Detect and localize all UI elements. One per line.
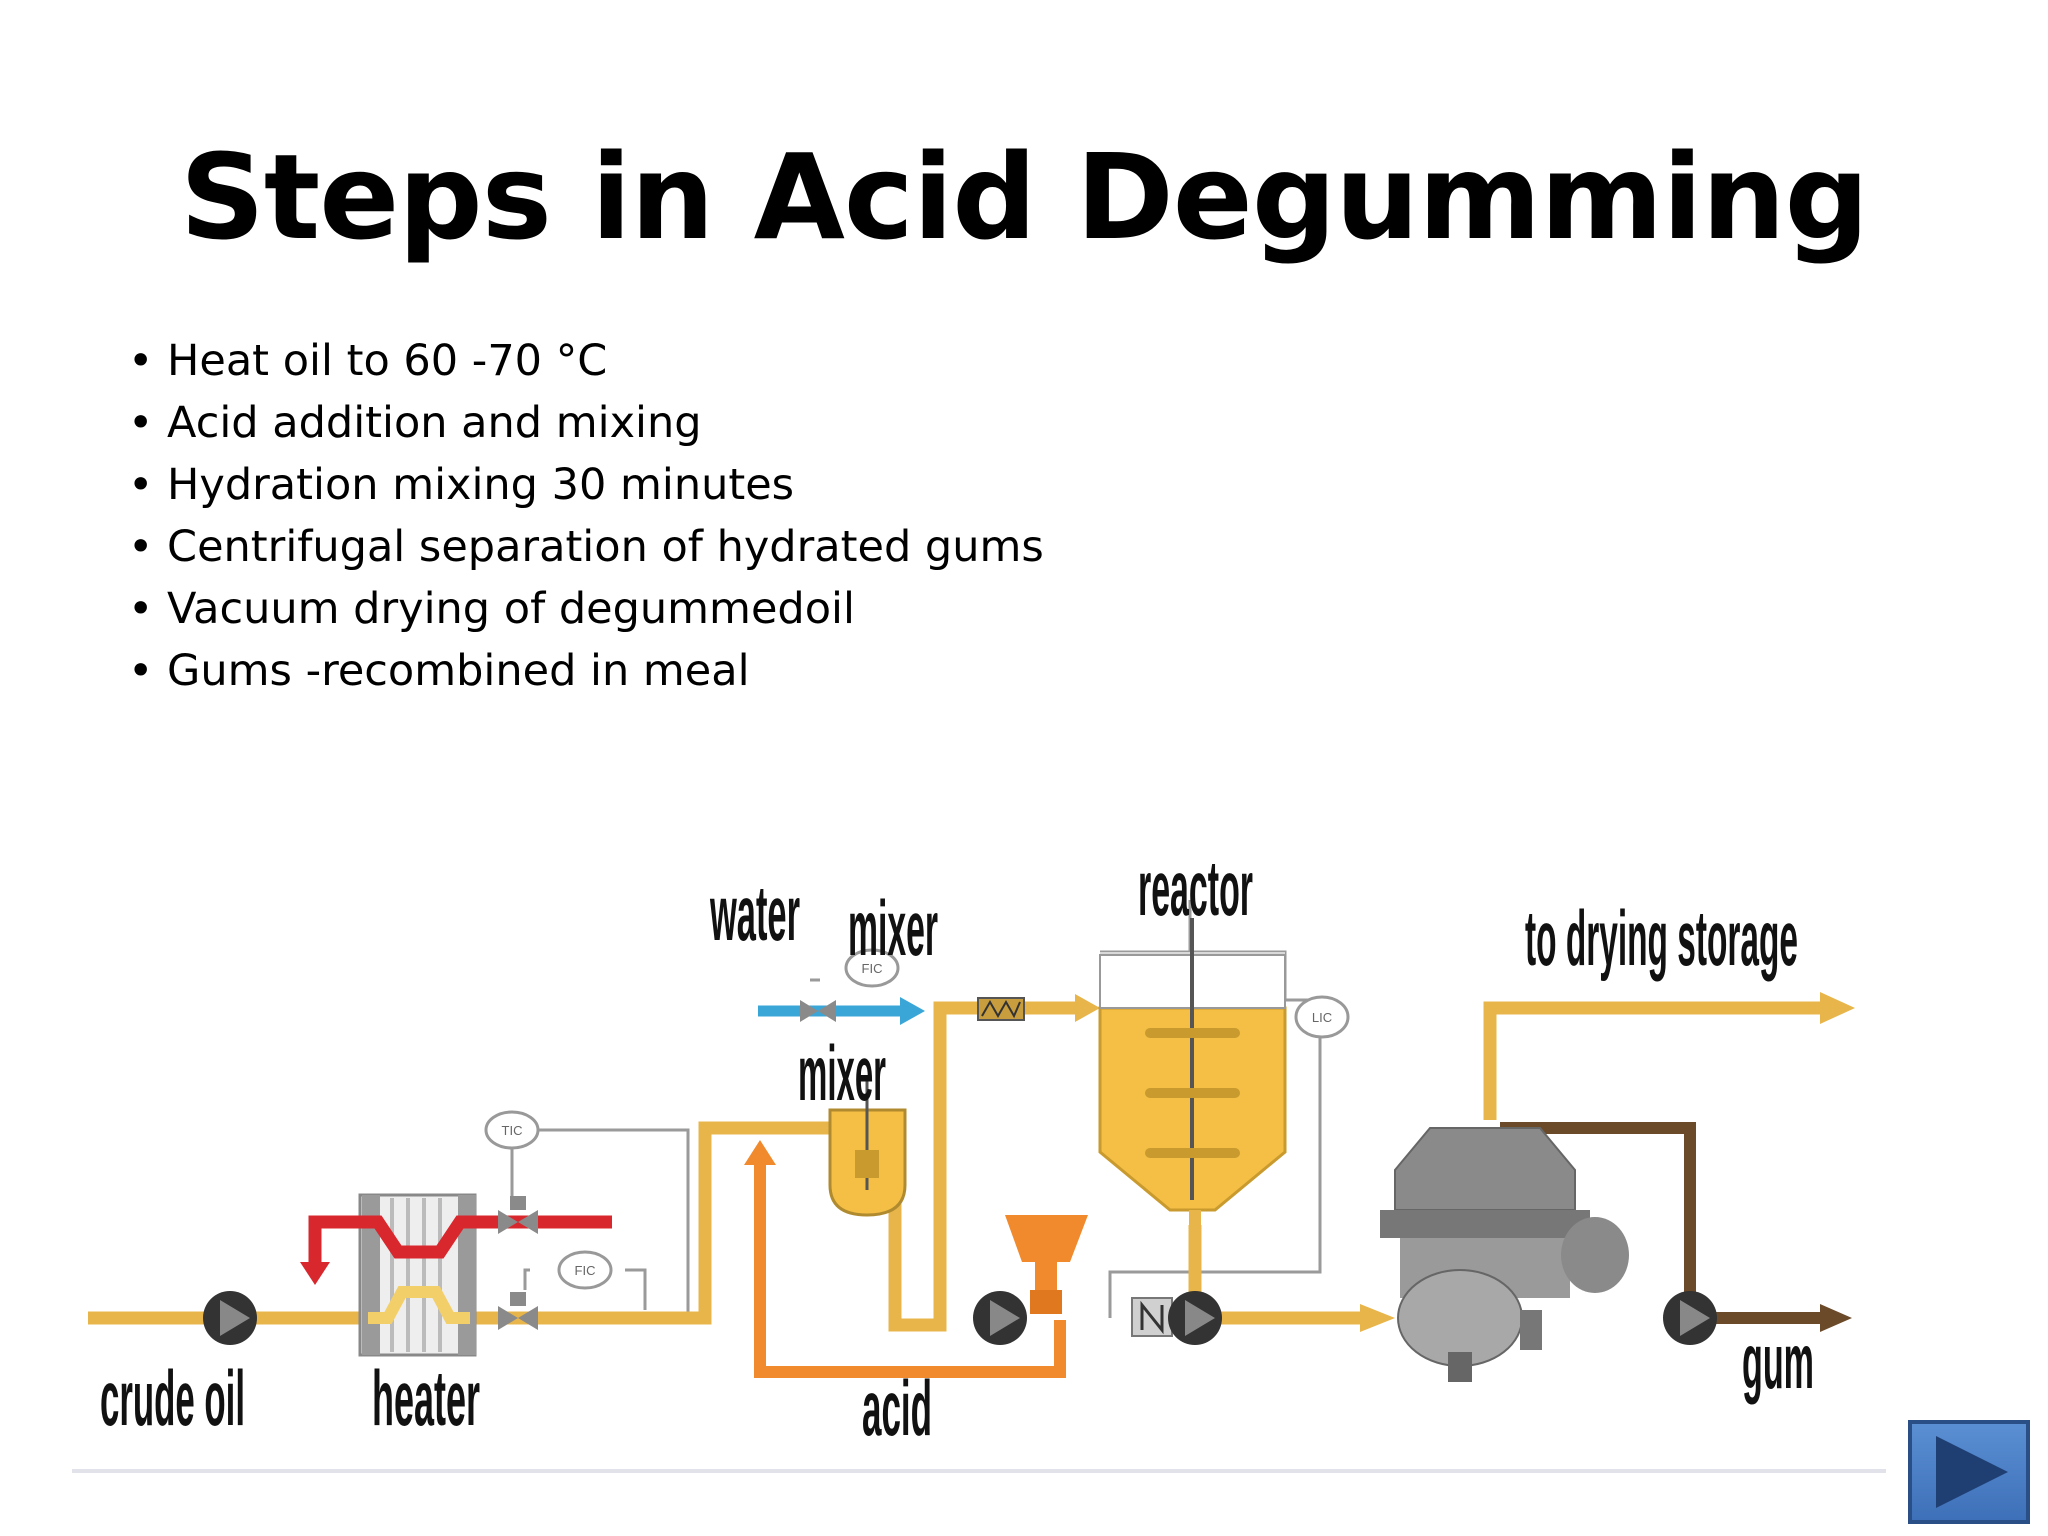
label-water: water [710,869,800,957]
next-slide-button[interactable] [1908,1420,2030,1524]
valve-icon [498,1292,538,1330]
pump-icon [1663,1291,1717,1345]
label-to-drying-storage: to drying storage [1525,894,1798,982]
bullet-item: Heat oil to 60 -70 °C [128,330,1044,392]
oil-arrow-storage [1820,992,1855,1024]
play-triangle-icon [1936,1436,2008,1508]
instrument-fic: FIC [844,948,900,988]
pump-icon [973,1291,1027,1345]
svg-text:FIC: FIC [575,1263,596,1278]
bullet-item: Gums -recombined in meal [128,640,1044,702]
heater [300,1193,612,1357]
bullet-item: Hydration mixing 30 minutes [128,454,1044,516]
label-mixer-mid: mixer [798,1029,886,1117]
label-acid: acid [862,1364,932,1452]
svg-text:LIC: LIC [1312,1010,1332,1025]
label-reactor: reactor [1138,844,1253,932]
instrument-fic: FIC [557,1250,613,1290]
instrument-tic: TIC [484,1110,540,1150]
label-mixer-top: mixer [848,884,938,972]
valve-icon [800,1000,836,1022]
pump-icon [1168,1291,1222,1345]
oil-arrow-reactor [1075,994,1100,1022]
acid-tank [1005,1215,1088,1314]
instrument-lic: LIC [1294,995,1350,1039]
bullet-list: Heat oil to 60 -70 °C Acid addition and … [128,330,1044,702]
mixer-vessel [828,1080,907,1217]
label-heater: heater [372,1354,480,1442]
gum-arrow [1820,1304,1852,1332]
water-line [758,997,925,1025]
bullet-item: Acid addition and mixing [128,392,1044,454]
svg-text:FIC: FIC [862,961,883,976]
centrifuge-separator [1380,1127,1629,1382]
bullet-item: Centrifugal separation of hydrated gums [128,516,1044,578]
slide-title: Steps in Acid Degumming [179,128,1869,266]
acid-line [754,1160,1066,1378]
static-mixer [977,997,1025,1021]
acid-arrow [744,1140,776,1165]
label-gum: gum [1742,1317,1814,1405]
reactor-vessel [1098,918,1287,1290]
bullet-item: Vacuum drying of degummedoil [128,578,1044,640]
label-crude-oil: crude oil [100,1354,245,1442]
pump-icon [203,1291,257,1345]
check-valve-icon [1131,1297,1173,1337]
oil-arrow-centrifuge [1360,1304,1395,1332]
valve-icon [498,1196,538,1234]
gum-line [1500,1122,1820,1324]
svg-text:TIC: TIC [502,1123,523,1138]
